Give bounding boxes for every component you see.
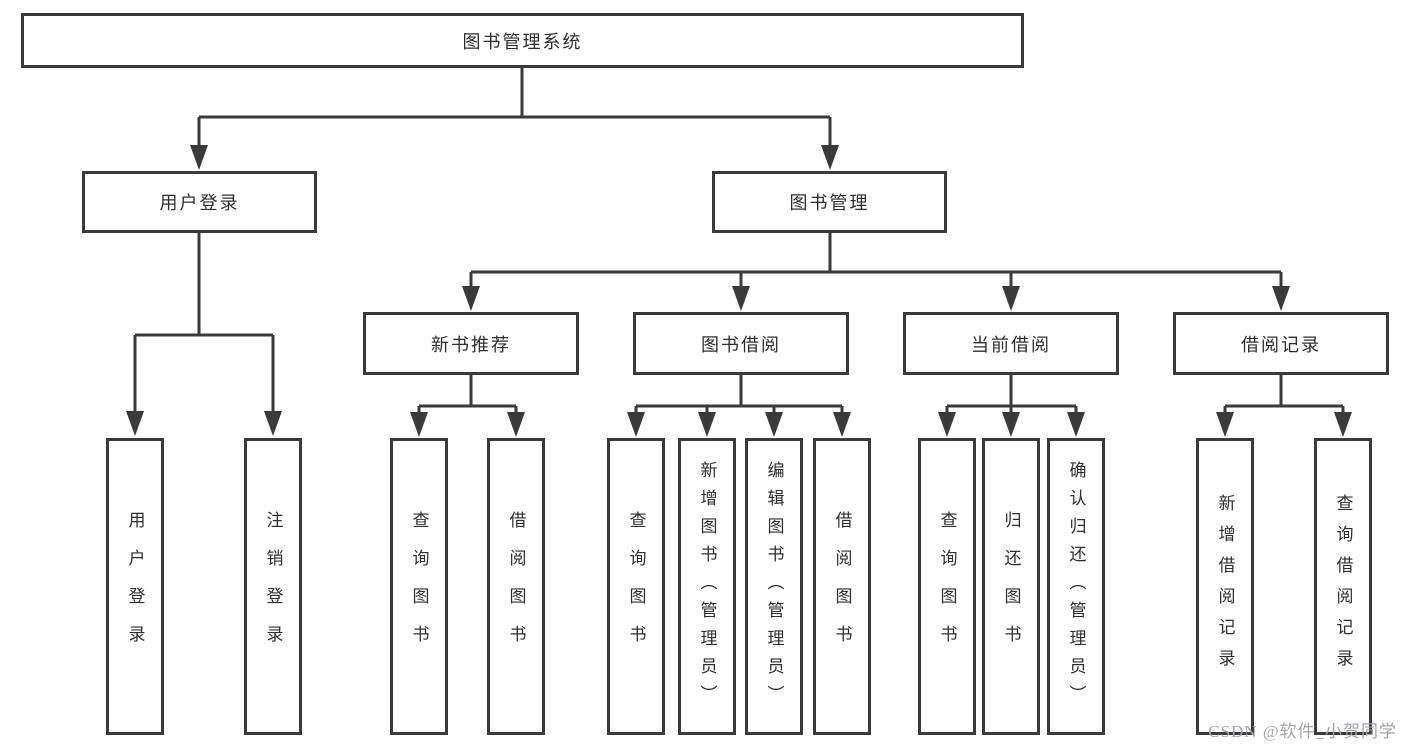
node-label: 用户登录 [159,193,240,213]
node-label: 确认归还（管理员） [1066,460,1086,713]
arrowhead [732,286,750,311]
node-label: 查询图书 [409,510,429,663]
node-label: 借阅图书 [832,510,852,663]
connector-user-login-branch [126,233,282,436]
arrowhead [833,412,851,437]
node-user-login: 用户登录 [82,171,317,233]
arrowhead [462,286,480,311]
node-label: 查询图书 [626,510,646,663]
leaf-user-login: 用户登录 [106,438,164,735]
node-label: 新书推荐 [431,334,511,355]
arrowhead [507,412,525,437]
arrowhead [190,145,208,170]
node-label: 查询图书 [937,510,957,663]
arrowhead [1334,412,1352,437]
leaf-query-books-1: 查询图书 [390,438,448,735]
connector-new-book-branch [410,375,525,437]
leaf-confirm-return-admin: 确认归还（管理员） [1047,438,1105,735]
node-label: 图书借阅 [701,334,781,355]
arrowhead [1002,412,1020,437]
arrowhead [627,412,645,437]
leaf-borrow-books-2: 借阅图书 [813,438,871,735]
leaf-borrow-books-1: 借阅图书 [487,438,545,735]
arrowhead [698,412,716,437]
connector-root-to-level2 [190,68,839,170]
leaf-return-books: 归还图书 [982,438,1040,735]
arrowhead [1067,412,1085,437]
leaf-query-books-3: 查询图书 [918,438,976,735]
leaf-query-borrow-record: 查询借阅记录 [1314,438,1372,735]
node-label: 图书管理 [789,193,870,213]
node-label: 借阅记录 [1241,334,1321,355]
node-book-mgmt: 图书管理 [712,171,947,233]
leaf-edit-books-admin: 编辑图书（管理员） [745,438,803,735]
arrowhead [1002,286,1020,311]
arrowhead [821,145,839,170]
node-label: 归还图书 [1001,510,1021,663]
leaf-logout: 注销登录 [244,438,302,735]
node-current-borrow: 当前借阅 [903,312,1119,375]
leaf-add-books-admin: 新增图书（管理员） [678,438,736,735]
node-book-borrow: 图书借阅 [633,312,849,375]
arrowhead [1272,286,1290,311]
node-label: 借阅图书 [506,510,526,663]
leaf-add-borrow-record: 新增借阅记录 [1196,438,1254,735]
connector-current-borrow-branch [938,375,1085,437]
node-label: 新增图书（管理员） [697,460,717,713]
connector-book-borrow-branch [627,375,851,437]
node-label: 新增借阅记录 [1215,493,1235,680]
arrowhead [938,412,956,437]
arrowhead [126,411,144,436]
connector-book-mgmt-branch [462,233,1290,311]
node-label: 当前借阅 [971,334,1051,355]
node-new-book: 新书推荐 [363,312,579,375]
node-label: 图书管理系统 [462,31,583,52]
node-borrow-record: 借阅记录 [1173,312,1389,375]
arrowhead [765,412,783,437]
connector-borrow-record-branch [1216,375,1352,437]
leaf-query-books-2: 查询图书 [607,438,665,735]
node-root-system: 图书管理系统 [21,13,1024,68]
arrowhead [1216,412,1234,437]
csdn-watermark: CSDN @软件_小贺同学 [1208,722,1397,741]
arrowhead [410,412,428,437]
node-label: 查询借阅记录 [1333,493,1353,680]
node-label: 编辑图书（管理员） [764,460,784,713]
node-label: 用户登录 [125,510,145,663]
arrowhead [264,411,282,436]
node-label: 注销登录 [263,510,283,663]
